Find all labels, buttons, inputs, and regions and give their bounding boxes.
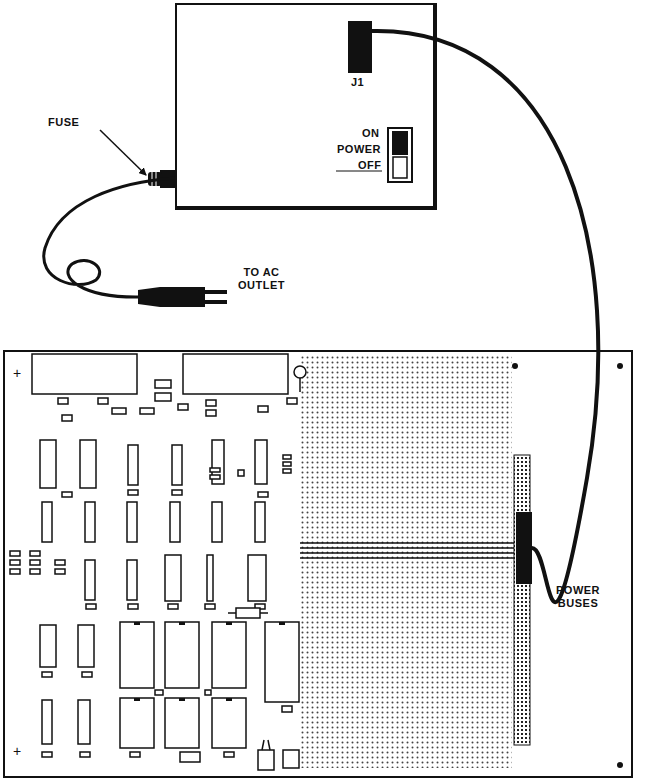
node-label: J1 bbox=[351, 76, 364, 89]
mount-hole bbox=[617, 762, 623, 768]
power-supply-box: ON POWER OFF J1 bbox=[175, 3, 437, 210]
callout-label: FUSE bbox=[48, 116, 79, 129]
callout-label: TO AC OUTLET bbox=[238, 266, 285, 292]
mount-hole bbox=[617, 363, 623, 369]
node-label: ON bbox=[362, 127, 380, 140]
bus-strip bbox=[514, 455, 530, 745]
power-bus-connector: POWER BUSES bbox=[516, 512, 532, 584]
mount-hole bbox=[512, 363, 518, 369]
polarity-mark: + bbox=[13, 744, 22, 758]
circuit-board: + + POWER BUSES bbox=[3, 350, 633, 778]
ic-notches bbox=[134, 622, 285, 701]
perfboard-grid bbox=[300, 356, 512, 768]
node-label: OFF bbox=[358, 159, 382, 172]
ac-cord bbox=[44, 178, 175, 297]
connector-j1: J1 bbox=[348, 21, 372, 73]
leader-line bbox=[100, 130, 146, 175]
node-label: POWER bbox=[337, 143, 381, 156]
polarity-mark: + bbox=[13, 366, 22, 380]
power-cable bbox=[372, 31, 598, 602]
power-switch bbox=[336, 128, 412, 182]
board-components bbox=[10, 354, 306, 770]
ac-plug bbox=[138, 287, 227, 307]
bus-wires bbox=[300, 543, 514, 558]
node-label: POWER BUSES bbox=[556, 584, 600, 610]
